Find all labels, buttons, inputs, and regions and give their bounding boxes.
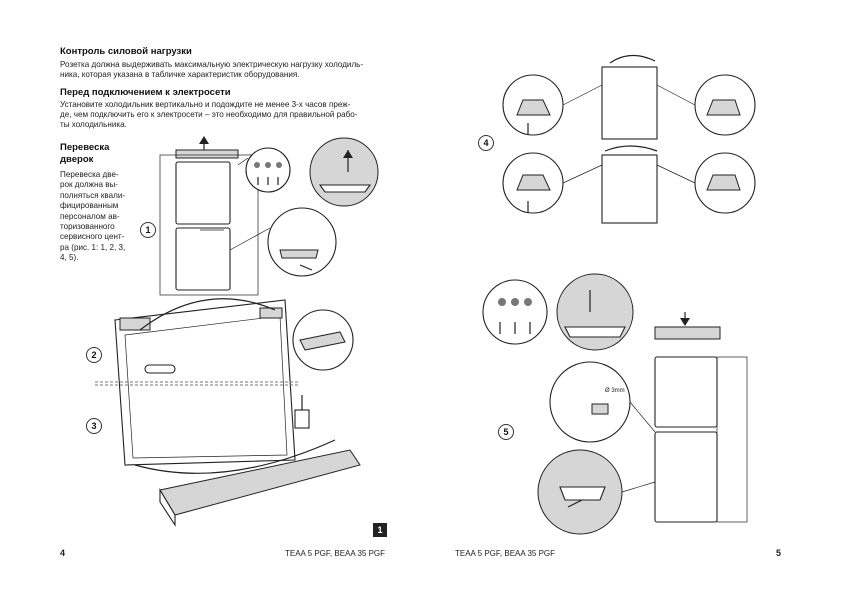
text-line: торизованного xyxy=(60,222,115,232)
illustration-fig5 xyxy=(482,273,748,535)
paragraph-door-reversal: Перевеска две- рок должна вы- полняться … xyxy=(60,170,140,264)
text-line: де, чем подключить его к электросети – э… xyxy=(60,110,358,119)
text-line: рок должна вы- xyxy=(60,180,119,190)
text-line: Перевеска две- xyxy=(60,170,119,179)
figure-number-box: 1 xyxy=(373,523,387,537)
footer-model-right: TEAA 5 PGF, BEAA 35 PGF xyxy=(455,549,556,558)
text-line: 4, 5). xyxy=(60,253,79,263)
page-number-left: 4 xyxy=(60,548,66,558)
figure-label-2: 2 xyxy=(86,347,102,363)
heading-before-connection: Перед подключением к электросети xyxy=(60,87,231,98)
heading-line: Перевеска xyxy=(60,142,110,153)
footer-model-left: TEAA 5 PGF, BEAA 35 PGF xyxy=(285,549,386,558)
text-line: Установите холодильник вертикально и под… xyxy=(60,100,351,109)
heading-door-reversal: Перевеска дверок xyxy=(60,142,109,166)
text-line: ра (рис. 1: 1, 2, 3, xyxy=(60,242,126,252)
figure-label-5: 5 xyxy=(498,424,514,440)
heading-line: дверок xyxy=(60,154,94,165)
figure-label-1: 1 xyxy=(140,222,156,238)
figure-label-4: 4 xyxy=(478,135,494,151)
paragraph-power-load: Розетка должна выдерживать максимальную … xyxy=(60,60,390,80)
text-line: полняться квали- xyxy=(60,190,126,200)
illustration-fig1 xyxy=(159,136,379,296)
text-line: фицированным xyxy=(60,201,119,211)
text-line: персоналом ав- xyxy=(60,211,120,221)
figure-label-3: 3 xyxy=(86,418,102,434)
text-line: ника, которая указана в табличке характе… xyxy=(60,70,300,79)
paragraph-before-connection: Установите холодильник вертикально и под… xyxy=(60,100,390,130)
illustration-fig2-3 xyxy=(95,298,361,527)
page-number-right: 5 xyxy=(776,548,782,558)
text-line: сервисного цент- xyxy=(60,232,125,242)
illustration-fig4 xyxy=(502,54,756,224)
text-line: ты холодильника. xyxy=(60,120,127,129)
text-line: Розетка должна выдерживать максимальную … xyxy=(60,60,364,69)
heading-power-load: Контроль силовой нагрузки xyxy=(60,46,192,57)
dimension-label: Ø 3mm xyxy=(605,388,625,394)
